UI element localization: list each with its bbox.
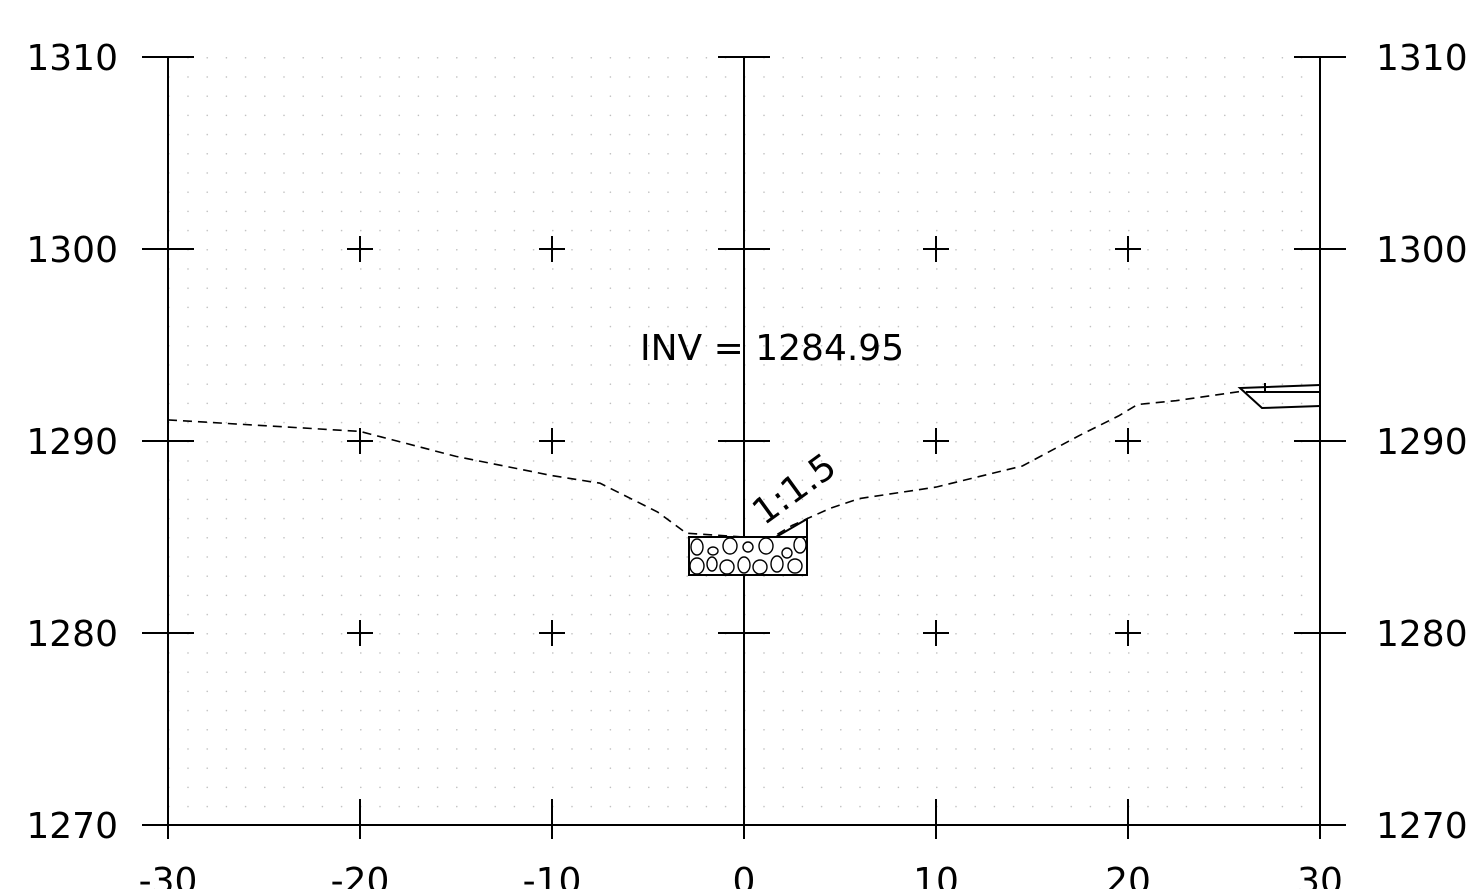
existing-ground-line (168, 390, 1244, 538)
y-tick-label-right: 1270 (1376, 806, 1468, 847)
y-tick-label-left: 1270 (26, 806, 118, 847)
x-tick-label: -20 (331, 861, 390, 889)
grid-cross (1115, 428, 1141, 454)
x-tick-label: 10 (913, 861, 959, 889)
y-tick-label-left: 1300 (26, 230, 118, 271)
grid-crosses (347, 236, 1141, 646)
x-tick-label: -30 (139, 861, 198, 889)
x-tick-labels: -30 -20 -10 0 10 20 30 (139, 861, 1343, 889)
y-tick-label-right: 1280 (1376, 614, 1468, 655)
grid-cross (539, 236, 565, 262)
y-tick-label-left: 1310 (26, 38, 118, 79)
grid-cross (347, 428, 373, 454)
x-tick-label: 30 (1297, 861, 1343, 889)
y-tick-label-left: 1290 (26, 422, 118, 463)
axes (142, 56, 1346, 839)
grid-cross (1115, 620, 1141, 646)
y-tick-labels: 1270 1270 1280 1280 1290 1290 1300 1300 1310 1310 (26, 38, 1467, 847)
riprap-channel (688, 517, 808, 576)
grid-cross (347, 236, 373, 262)
grid-cross (347, 620, 373, 646)
grid-cross (539, 428, 565, 454)
grid-cross (1115, 236, 1141, 262)
y-tick-label-right: 1290 (1376, 422, 1468, 463)
y-tick-label-right: 1310 (1376, 38, 1468, 79)
invert-label: INV = 1284.95 (640, 328, 904, 369)
grid-cross (539, 620, 565, 646)
grid-cross (923, 236, 949, 262)
x-tick-label: 0 (733, 861, 756, 889)
x-tick-label: 20 (1105, 861, 1151, 889)
y-tick-label-right: 1300 (1376, 230, 1468, 271)
grid-cross (923, 428, 949, 454)
y-tick-label-left: 1280 (26, 614, 118, 655)
x-tick-label: -10 (523, 861, 582, 889)
grid-cross (923, 620, 949, 646)
right-structure (1237, 383, 1321, 410)
